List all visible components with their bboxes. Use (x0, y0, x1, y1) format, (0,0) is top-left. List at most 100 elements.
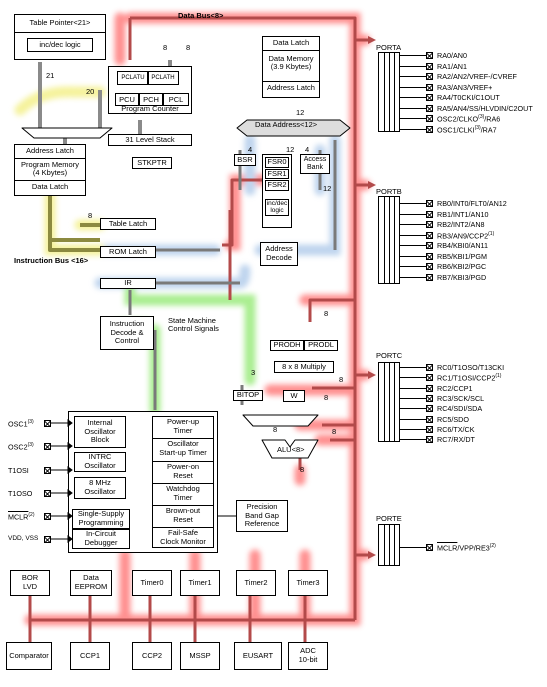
width-8-mult: 8 (339, 375, 344, 384)
rom-latch-block: ROM Latch (100, 246, 156, 258)
pin-pad (426, 62, 433, 70)
porta-label: PORTA (376, 43, 402, 52)
fsr2-register: FSR2 (265, 180, 289, 191)
single-supply-block: Single-Supply Programming (72, 509, 130, 529)
pin-connector (400, 276, 426, 278)
porte-register (378, 524, 400, 566)
porta-register (378, 52, 400, 132)
oscillator-startup-timer: Oscillator Start-up Timer (153, 439, 213, 462)
pin-pad (426, 210, 433, 218)
width-12-access: 12 (323, 184, 332, 193)
porte-pin-label: MCLR/VPP/RE3(2) (437, 543, 496, 553)
inc-dec-logic-label: inc/dec logic (27, 37, 93, 53)
porte-label: PORTE (376, 514, 402, 523)
program-memory-block: Address Latch Program Memory (4 Kbytes) … (14, 144, 86, 196)
width-8-mux: 8 (273, 425, 278, 434)
pin-connector (400, 418, 426, 420)
data-latch-pm: Data Latch (15, 179, 85, 194)
pin-connector (400, 107, 426, 109)
pin-connector (400, 213, 426, 215)
pin-vdd-vss: VDD, VSS (8, 535, 39, 542)
pin-pad (426, 115, 433, 122)
porta-pin-label: RA1/AN1 (437, 61, 467, 71)
width-8-pclath: 8 (186, 43, 191, 52)
pin-connector (400, 234, 426, 236)
pin-pad (426, 374, 433, 382)
instruction-bus-label: Instruction Bus <16> (14, 256, 89, 265)
pin-pad (426, 252, 433, 260)
pin-pad (426, 436, 433, 444)
porta-pin-label: OSC2/CLKO(3)/RA6 (437, 114, 501, 124)
prodh-register: PRODH (270, 340, 304, 351)
powerup-timer: Power-up Timer (153, 417, 213, 439)
pcl-register: PCL (163, 93, 189, 106)
level-stack-block: 31 Level Stack (108, 134, 192, 146)
pin-connector (400, 224, 426, 225)
porta-pin-label: RA4/T0CKI/C1OUT (437, 93, 500, 102)
portb-label: PORTB (376, 187, 402, 196)
fsr1-register: FSR1 (265, 168, 289, 180)
width-8-alu-out: 8 (300, 465, 305, 474)
pcu-register: PCU (115, 93, 139, 106)
pin-connector (400, 408, 426, 410)
pin-pad (426, 394, 433, 402)
porta-pin-label: RA5/AN4/SS/HLVDIN/C2OUT (437, 103, 533, 113)
access-bank-block: Access Bank (300, 154, 330, 174)
intrc-oscillator-block: INTRC Oscillator (74, 452, 126, 472)
data-latch-dm: Data Latch (263, 37, 319, 51)
watchdog-timer: Watchdog Timer (153, 484, 213, 506)
program-counter-block: PCLATU PCLATH PCU PCH PCL Program Counte… (108, 66, 192, 114)
width-4-access: 4 (305, 145, 310, 154)
pin-connector (400, 439, 426, 441)
peripheral-ccp2: CCP2 (132, 642, 172, 670)
portb-pin-label: RB6/KBI2/PGC (437, 262, 487, 271)
pin-connector (400, 118, 426, 119)
pin-connector (400, 86, 426, 88)
pin-pad (426, 544, 433, 551)
pin-t1osi: T1OSI (8, 466, 29, 475)
pin-pad (426, 415, 433, 423)
pin-pad (426, 221, 433, 228)
fail-safe-clock-monitor: Fail-Safe Clock Monitor (160, 528, 206, 546)
bitop-block: BITOP (233, 390, 263, 401)
internal-oscillator-block: Internal Oscillator Block (74, 416, 126, 448)
peripheral-mssp: MSSP (180, 642, 220, 670)
portc-pin-label: RC3/SCK/SCL (437, 393, 485, 403)
width-8-w: 8 (324, 393, 329, 402)
pin-pad (426, 125, 433, 133)
pin-connector (400, 266, 426, 267)
pin-t1oso: T1OSO (8, 489, 33, 498)
pclatu-register: PCLATU (117, 71, 149, 85)
pin-osc2-pad (44, 443, 51, 450)
porta-pin-label: OSC1/CLKI(3)/RA7 (437, 124, 497, 134)
width-4-bsr: 4 (248, 145, 253, 154)
data-address-label: Data Address<12> (255, 120, 318, 129)
pin-connector (400, 547, 426, 548)
portb-pin-label: RB1/INT1/AN10 (437, 209, 489, 219)
w-register: W (283, 390, 305, 402)
reset-timer-stack: Power-up Timer Oscillator Start-up Timer… (152, 416, 214, 548)
pin-connector (400, 377, 426, 379)
pin-pad (426, 364, 433, 371)
pin-vdd-vss-pad (44, 536, 51, 543)
pin-pad (426, 52, 433, 59)
pin-osc1-pad (44, 420, 51, 427)
portc-pin-label: RC0/T1OSO/T13CKI (437, 363, 505, 372)
portc-pin-label: RC4/SDI/SDA (437, 404, 483, 414)
peripheral-timer2: Timer2 (236, 570, 276, 596)
pin-pad (426, 83, 433, 91)
portb-pin-label: RB0/INT0/FLT0/AN12 (437, 199, 507, 208)
program-memory-label: Program Memory (4 Kbytes) (21, 159, 79, 178)
data-memory-block: Data Latch Data Memory (3.9 Kbytes) Addr… (262, 36, 320, 98)
fsr0-register: FSR0 (265, 157, 289, 168)
pin-pad (426, 405, 433, 413)
program-counter-label: Program Counter (121, 104, 179, 113)
portc-pin-label: RC2/CCP1 (437, 383, 473, 393)
pin-connector (400, 65, 426, 67)
portb-pin-label: RB2/INT2/AN8 (437, 220, 485, 229)
peripheral-timer1: Timer1 (180, 570, 220, 596)
portb-register (378, 196, 400, 284)
portb-pin-label: RB3/AN9/CCP2(1) (437, 230, 495, 240)
prodl-register: PRODL (304, 340, 338, 351)
pin-t1oso-pad (44, 490, 51, 497)
